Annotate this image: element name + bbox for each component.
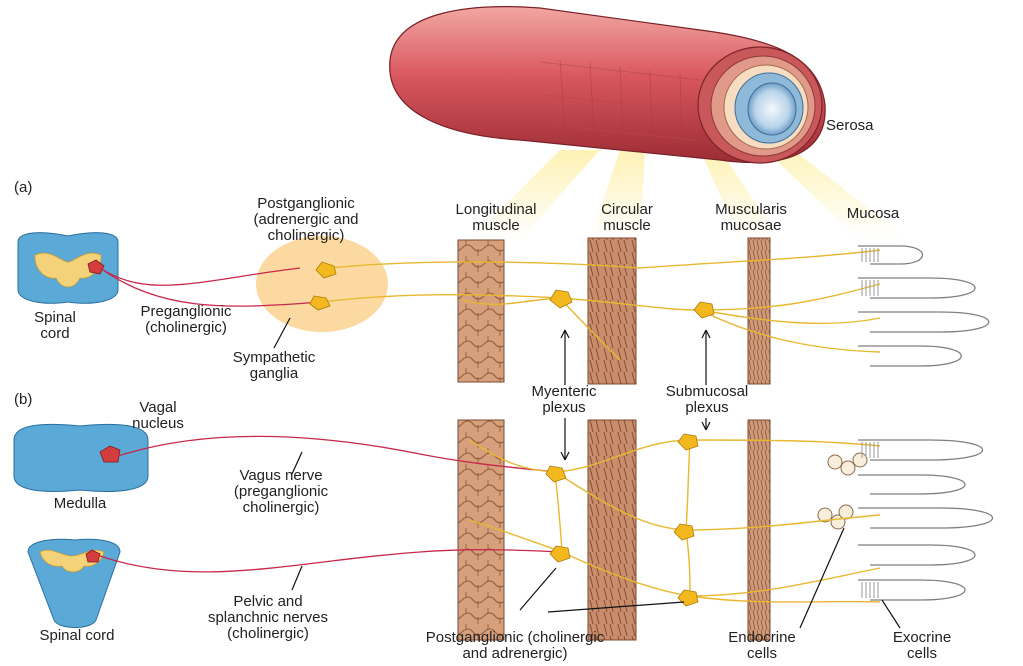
mucosa-label: Mucosa [828,206,918,222]
vagus-nerve-label: Vagus nerve (preganglionic cholinergic) [196,468,366,516]
sympathetic-ganglia-label: Sympathetic ganglia [214,350,334,382]
submucosal-neuron [678,434,698,450]
leader-lines [274,318,900,628]
preganglionic-label: Preganglionic (cholinergic) [122,304,250,336]
circular-muscle-label: Circular muscle [582,202,672,234]
medulla [14,424,148,491]
sympathetic-ganglia-glow [256,236,388,332]
submucosal-neuron [678,590,698,606]
endocrine-cells [818,453,867,529]
vagal-nucleus-label: Vagal nucleus [118,400,198,432]
muscularis-mucosae-b [748,420,770,640]
myenteric-neuron [550,290,572,308]
panel-a-label: (a) [14,180,32,196]
spinal-cord-b [28,539,120,627]
myenteric-neuron [546,466,566,482]
spinal-cord-b-label: Spinal cord [10,628,144,644]
longitudinal-muscle-label: Longitudinal muscle [424,202,568,234]
circular-muscle-a [588,238,636,384]
submucosal-neuron [674,524,694,540]
longitudinal-muscle-b [458,420,504,640]
spinal-cord-a-label: Spinal cord [20,310,90,342]
endocrine-cells-label: Endocrine cells [712,630,812,662]
gut-wall-layers [458,238,770,640]
serosa-label: Serosa [826,118,874,134]
myenteric-plexus-label: Myenteric plexus [502,384,626,416]
postganglionic-b-label: Postganglionic (cholinergic and adrenerg… [370,630,660,662]
postganglionic-a-label: Postganglionic (adrenergic and cholinerg… [226,196,386,244]
pelvic-nerves-label: Pelvic and splanchnic nerves (cholinergi… [176,594,360,642]
panel-b-label: (b) [14,392,32,408]
exocrine-cells-label: Exocrine cells [872,630,972,662]
mucosa-villi [858,246,993,600]
medulla-label: Medulla [30,496,130,512]
intestine-lumen [748,83,796,135]
submucosal-plexus-label: Submucosal plexus [632,384,782,416]
spinal-cord-a [18,233,118,304]
muscularis-mucosae-label: Muscularis mucosae [686,202,816,234]
